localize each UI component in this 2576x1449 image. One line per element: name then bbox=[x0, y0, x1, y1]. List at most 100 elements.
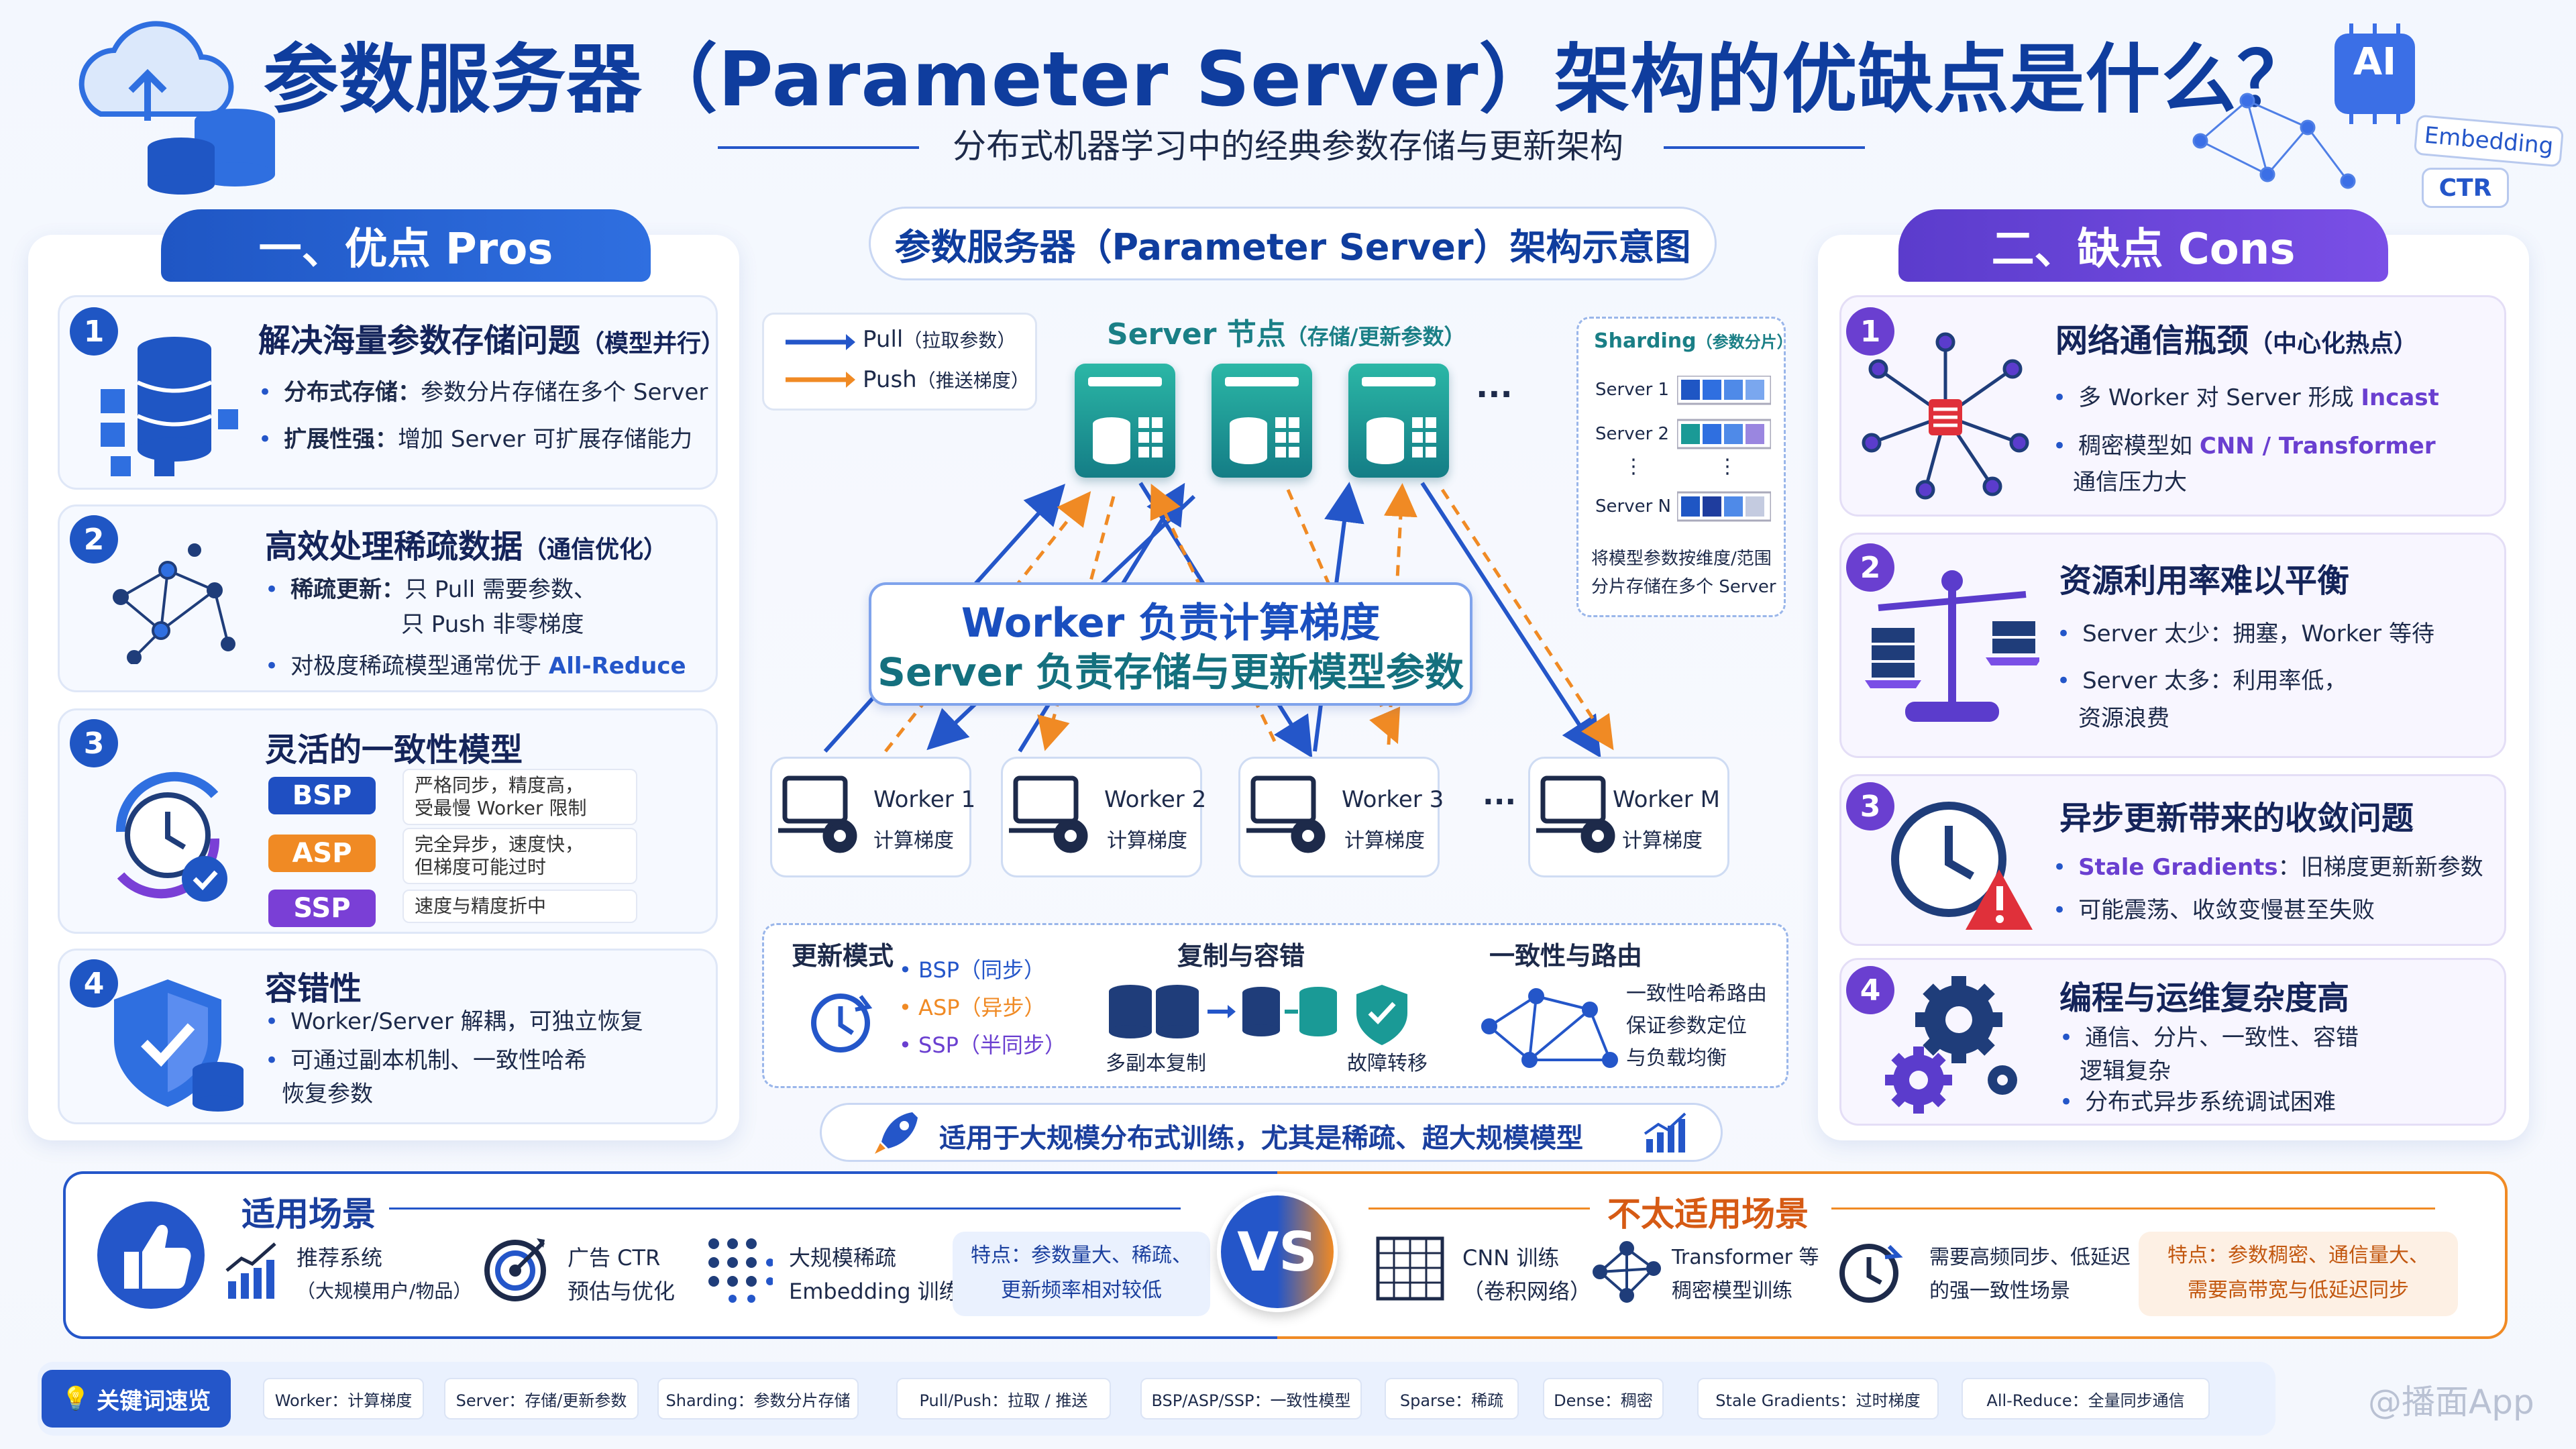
sharding-box bbox=[1576, 317, 1786, 617]
legend-push: Push（推送梯度） bbox=[863, 366, 1030, 393]
shard-row-1: Server 1 bbox=[1595, 380, 1670, 400]
pros-4-bullet-2: 可通过副本机制、一致性哈希 bbox=[265, 1042, 587, 1079]
cons-1-bullet-2: 稠密模型如 CNN / Transformer bbox=[2053, 428, 2436, 464]
cons-4-bullet-1-cont: 逻辑复杂 bbox=[2080, 1058, 2171, 1085]
recommend-chart-icon bbox=[225, 1242, 276, 1299]
worker-m-name: Worker M bbox=[1613, 786, 1720, 813]
usage-banner-text: 适用于大规模分布式训练，尤其是稀疏、超大规模模型 bbox=[939, 1123, 1583, 1154]
cons-number-1: 1 bbox=[1846, 307, 1894, 356]
keyword-sharding: Sharding：参数分片存储 bbox=[657, 1378, 859, 1419]
clock-warning-icon bbox=[1891, 802, 2033, 930]
replication-icons bbox=[1109, 985, 1407, 1045]
shard-row-n: Server N bbox=[1595, 496, 1671, 517]
unsuitable-line-right bbox=[1831, 1208, 2435, 1210]
pros-2-bullet-1-cont: 只 Push 非零梯度 bbox=[401, 611, 584, 638]
worker-3-sub: 计算梯度 bbox=[1344, 829, 1425, 853]
dense-network-icon bbox=[1593, 1241, 1661, 1303]
page-subtitle: 分布式机器学习中的经典参数存储与更新架构 bbox=[953, 127, 1623, 166]
lightbulb-icon: 💡 bbox=[61, 1385, 91, 1412]
cons-4-bullet-1: 通信、分片、一致性、容错 bbox=[2059, 1020, 2359, 1056]
cons-title-1: 网络通信瓶颈（中心化热点） bbox=[2055, 322, 2418, 360]
pros-4-bullet-2-cont: 恢复参数 bbox=[282, 1081, 373, 1108]
pros-title-2: 高效处理稀疏数据（通信优化） bbox=[265, 528, 668, 566]
incast-hub-icon bbox=[1862, 332, 2029, 500]
update-mode-list: • BSP（同步） • ASP（异步） • SSP（半同步） bbox=[899, 951, 1066, 1064]
growth-chart-icon bbox=[1644, 1112, 1686, 1152]
worker-1-sub: 计算梯度 bbox=[873, 829, 954, 853]
legend-pull: Pull（拉取参数） bbox=[863, 326, 1016, 353]
subtitle-line-left bbox=[718, 146, 919, 149]
suitable-title: 适用场景 bbox=[241, 1195, 376, 1234]
center-description-box bbox=[869, 582, 1472, 706]
network-decoration-icon bbox=[2192, 93, 2356, 189]
unsuitable-item-1: CNN 训练（卷积网络） bbox=[1462, 1245, 1592, 1304]
database-icon bbox=[101, 337, 238, 476]
pros-header: 一、优点 Pros bbox=[161, 209, 651, 282]
cons-header: 二、缺点 Cons bbox=[1898, 209, 2388, 282]
ai-label: AI bbox=[2353, 40, 2397, 84]
pros-title-1: 解决海量参数存储问题（模型并行） bbox=[258, 322, 726, 360]
center-line-server: Server 负责存储与更新模型参数 bbox=[877, 649, 1464, 695]
keyword-stale-gradients: Stale Gradients：过时梯度 bbox=[1697, 1378, 1939, 1419]
vs-badge: VS bbox=[1217, 1191, 1338, 1312]
suitable-item-1: 推荐系统（大规模用户/物品） bbox=[297, 1245, 472, 1302]
rocket-icon bbox=[875, 1112, 918, 1154]
latency-clock-icon bbox=[1839, 1244, 1903, 1303]
pros-number-3: 3 bbox=[70, 719, 118, 767]
keyword-server: Server：存储/更新参数 bbox=[444, 1378, 639, 1419]
update-clock-icon bbox=[811, 994, 873, 1053]
asp-desc: 完全异步，速度快，但梯度可能过时 bbox=[402, 828, 637, 884]
routing-title: 一致性与路由 bbox=[1489, 941, 1643, 971]
cons-4-bullet-2: 分布式异步系统调试困难 bbox=[2059, 1084, 2336, 1120]
pros-title-4: 容错性 bbox=[265, 970, 362, 1008]
cnn-grid-icon bbox=[1376, 1236, 1444, 1301]
hash-ring-icon bbox=[1481, 988, 1618, 1068]
worker-m-sub: 计算梯度 bbox=[1622, 829, 1703, 853]
balance-scale-icon bbox=[1865, 570, 2039, 722]
cons-2-bullet-1: Server 太少：拥塞，Worker 等待 bbox=[2057, 616, 2434, 652]
cons-3-bullet-2: 可能震荡、收敛变慢甚至失败 bbox=[2053, 892, 2375, 928]
sparse-network-icon bbox=[113, 543, 235, 664]
bsp-tag: BSP bbox=[268, 777, 376, 814]
subtitle-line-right bbox=[1664, 146, 1865, 149]
usage-banner bbox=[820, 1103, 1723, 1162]
server-nodes-title: Server 节点（存储/更新参数） bbox=[1107, 317, 1466, 352]
worker-2-name: Worker 2 bbox=[1104, 786, 1207, 813]
unsuitable-item-2: Transformer 等稠密模型训练 bbox=[1672, 1246, 1819, 1303]
sharding-title: Sharding（参数分片） bbox=[1594, 329, 1793, 353]
pros-number-2: 2 bbox=[70, 515, 118, 564]
replica-label: 多副本复制 bbox=[1106, 1052, 1206, 1075]
update-mode-asp: • ASP（异步） bbox=[899, 995, 1046, 1020]
target-icon bbox=[484, 1238, 546, 1301]
unsuitable-item-3: 需要高频同步、低延迟的强一致性场景 bbox=[1929, 1246, 2131, 1303]
sharding-desc: 将模型参数按维度/范围分片存储在多个 Server bbox=[1591, 549, 1776, 597]
server-glyphs-icon bbox=[1088, 377, 1436, 464]
pros-title-3: 灵活的一致性模型 bbox=[265, 731, 523, 769]
pros-number-1: 1 bbox=[70, 307, 118, 356]
pros-4-bullet-1: Worker/Server 解耦，可独立恢复 bbox=[265, 1004, 643, 1040]
gears-icon bbox=[1885, 976, 2017, 1114]
diagram-header: 参数服务器（Parameter Server）架构示意图 bbox=[869, 207, 1717, 280]
bsp-desc: 严格同步，精度高，受最慢 Worker 限制 bbox=[402, 769, 637, 825]
keyword-all-reduce: All-Reduce：全量同步通信 bbox=[1962, 1378, 2210, 1419]
cons-number-2: 2 bbox=[1846, 543, 1894, 592]
keyword-sparse: Sparse：稀疏 bbox=[1385, 1378, 1519, 1419]
worker-1-name: Worker 1 bbox=[873, 786, 976, 813]
worker-ellipsis: ··· bbox=[1483, 785, 1517, 819]
worker-2-sub: 计算梯度 bbox=[1107, 829, 1187, 853]
pros-2-bullet-2: 对极度稀疏模型通常优于 All-Reduce bbox=[265, 648, 686, 684]
pros-number-4: 4 bbox=[70, 959, 118, 1008]
sync-clock-icon bbox=[115, 771, 227, 902]
cons-title-3: 异步更新带来的收敛问题 bbox=[2059, 800, 2414, 837]
asp-tag: ASP bbox=[268, 835, 376, 872]
center-line-worker: Worker 负责计算梯度 bbox=[961, 600, 1381, 647]
suitable-title-line bbox=[389, 1208, 1181, 1210]
shard-vdots-2: ⋮ bbox=[1717, 455, 1737, 478]
unsuitable-feature: 特点：参数稠密、通信量大、需要高带宽与低延迟同步 bbox=[2139, 1232, 2458, 1316]
cons-title-2: 资源利用率难以平衡 bbox=[2059, 562, 2350, 600]
cons-title-4: 编程与运维复杂度高 bbox=[2059, 979, 2350, 1017]
suitable-feature: 特点：参数量大、稀疏、更新频率相对较低 bbox=[953, 1232, 1210, 1316]
shield-check-icon bbox=[114, 979, 244, 1112]
legend-box bbox=[762, 313, 1037, 411]
